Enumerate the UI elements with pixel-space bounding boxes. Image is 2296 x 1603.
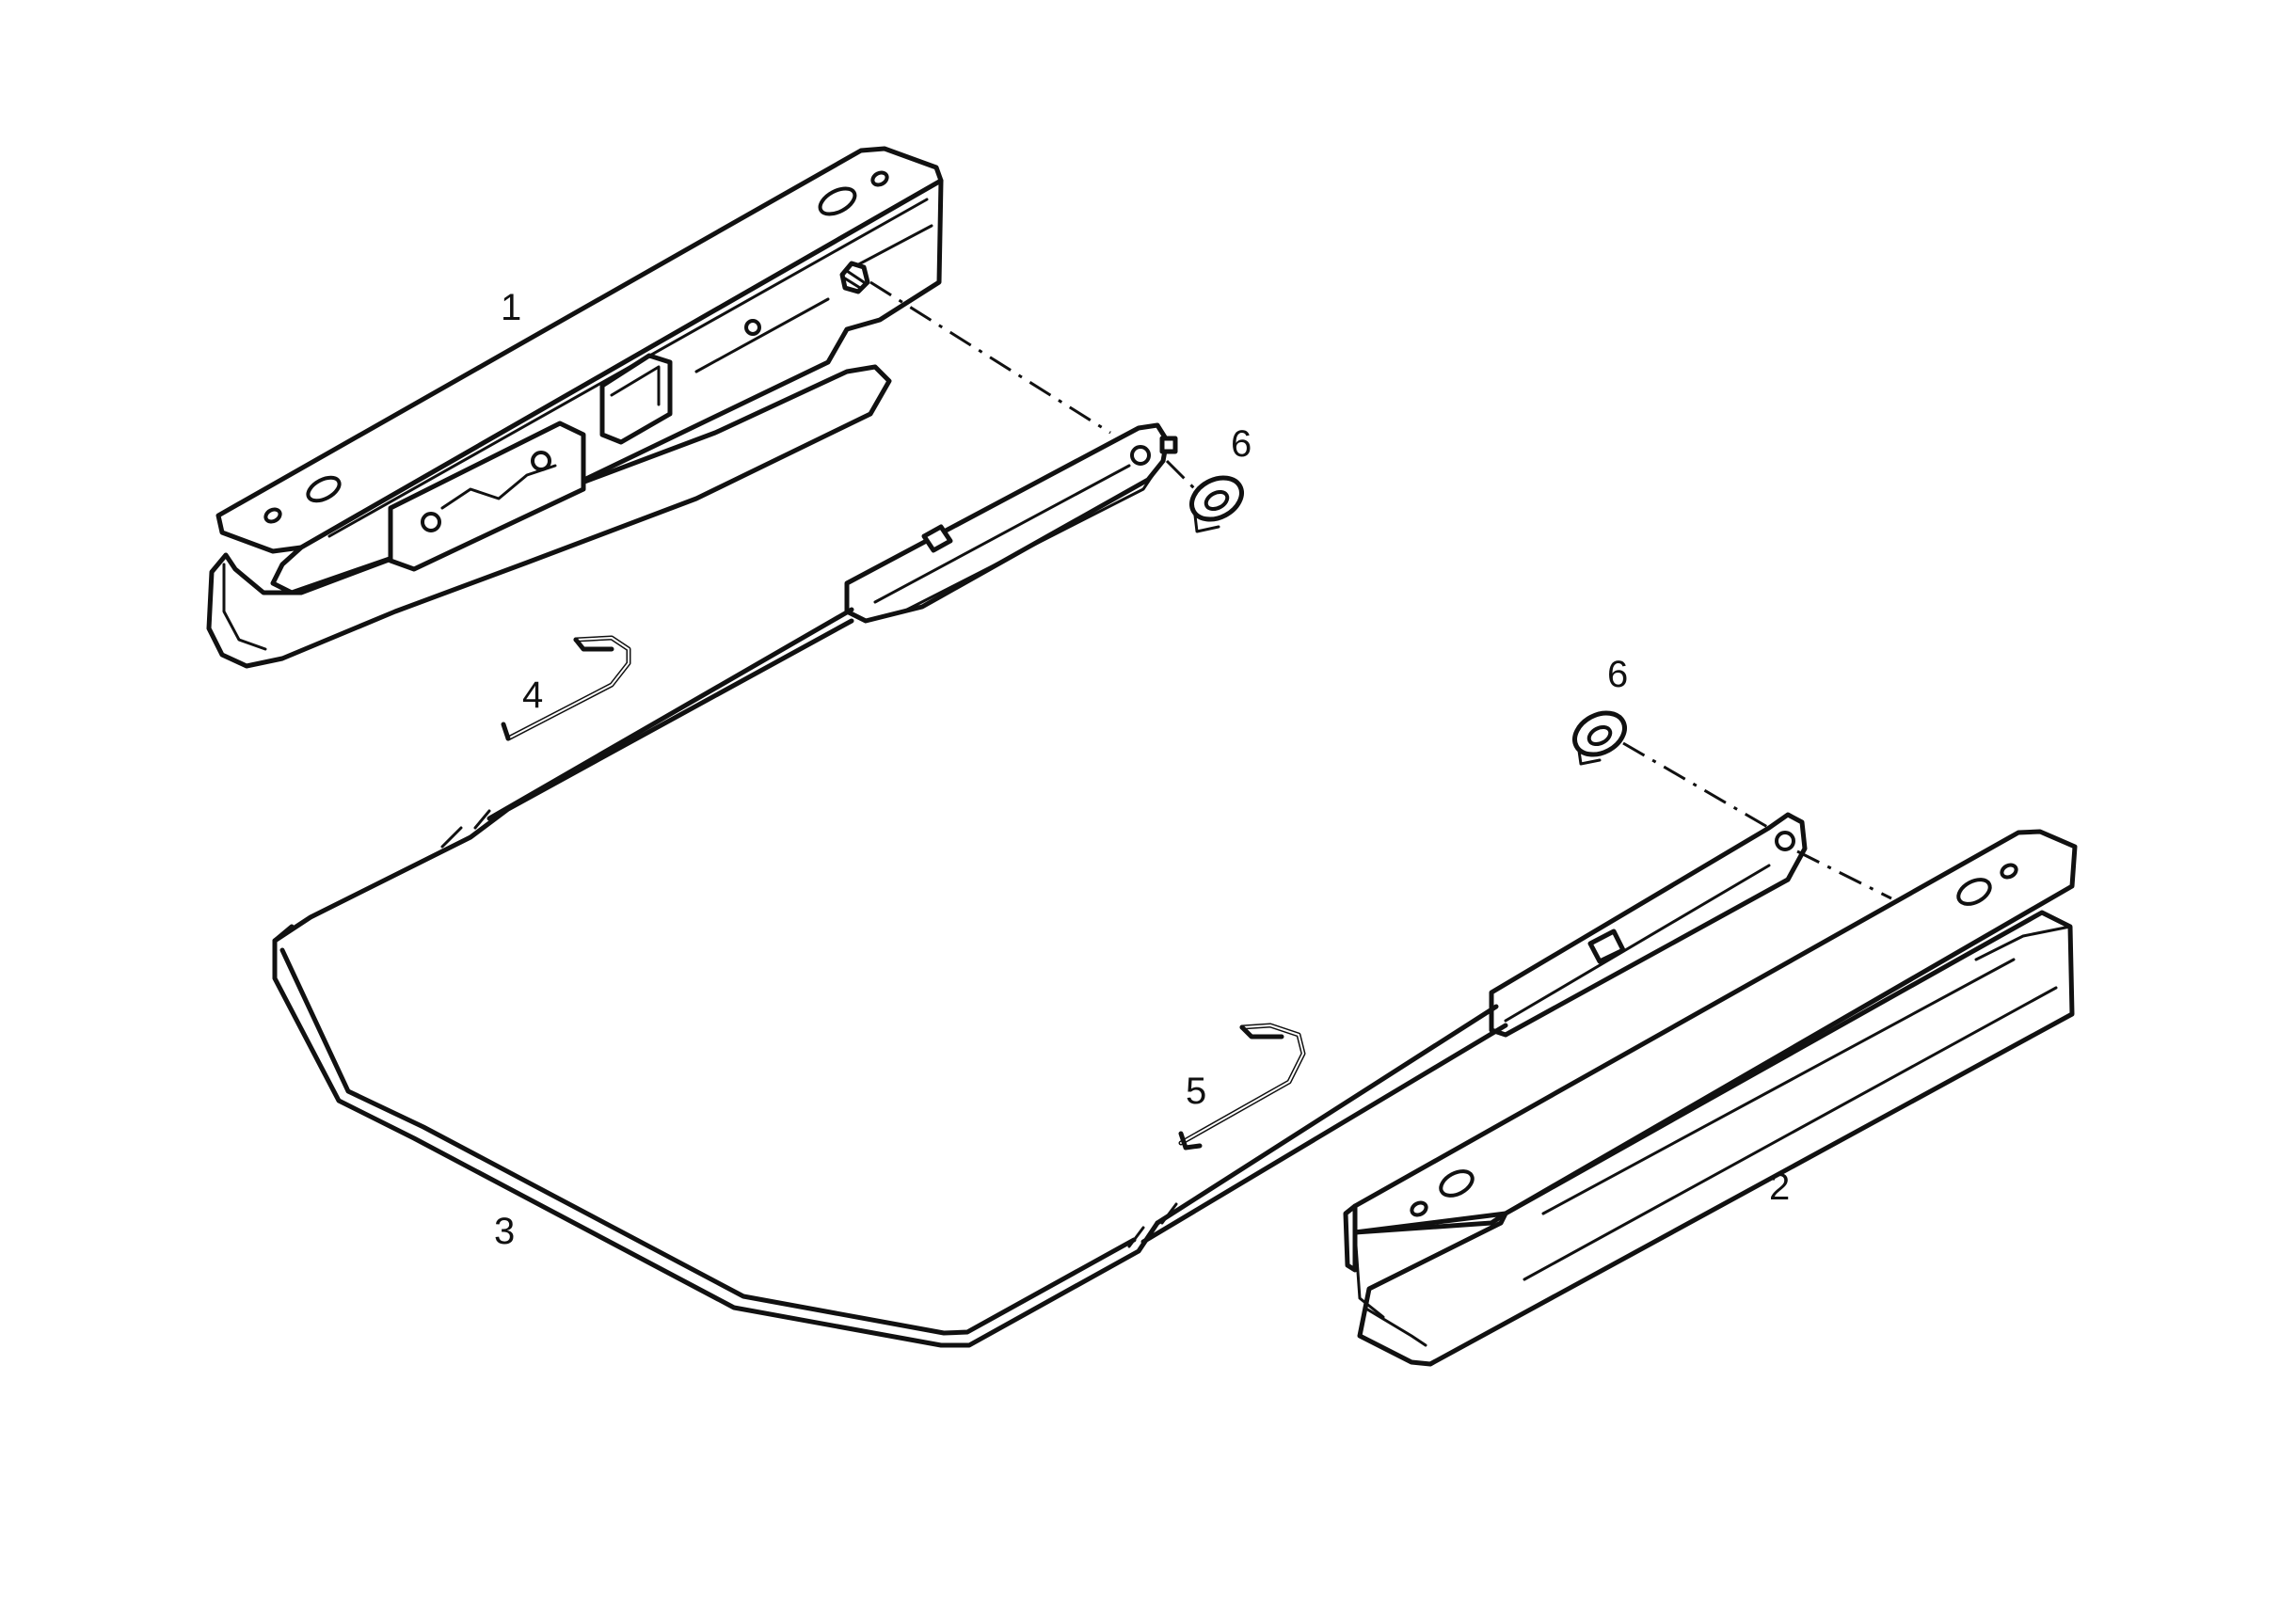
centerline-lower xyxy=(1622,741,1770,830)
centerline-upper xyxy=(869,280,1111,435)
centerline-lower-rail xyxy=(1796,849,1892,900)
lock-washer-upper xyxy=(1189,475,1244,533)
callout-6-upper: 6 xyxy=(1231,423,1252,465)
seat-rail-left xyxy=(206,146,944,669)
release-bar xyxy=(272,422,1808,1348)
callout-3: 3 xyxy=(494,1211,515,1252)
callout-6-lower: 6 xyxy=(1607,654,1628,695)
seat-rail-right xyxy=(1343,829,2078,1367)
centerline-upper-washer xyxy=(1165,459,1197,491)
callout-4: 4 xyxy=(522,675,543,716)
lock-washer-lower xyxy=(1572,710,1627,766)
callout-5: 5 xyxy=(1186,1071,1206,1112)
callout-2: 2 xyxy=(1769,1167,1790,1208)
spring-clip-upper xyxy=(501,635,631,741)
spring-clip-lower xyxy=(1178,1023,1306,1151)
callout-1: 1 xyxy=(501,287,521,328)
